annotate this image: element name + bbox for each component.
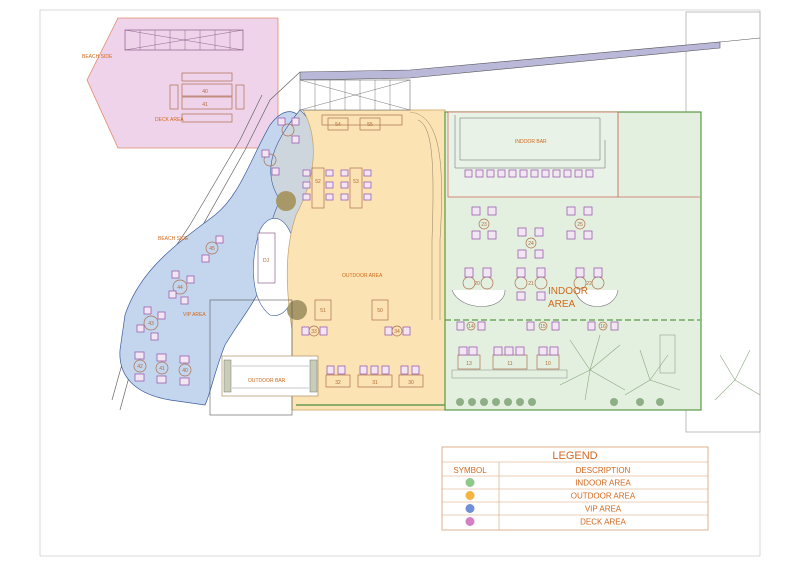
deck-area: 40 41 BEACH SIDE DECK AREA xyxy=(82,17,279,149)
table-number: 22 xyxy=(586,281,592,287)
legend-label: OUTDOOR AREA xyxy=(571,492,636,501)
table-number: 45 xyxy=(209,246,215,252)
table-number: 21 xyxy=(528,281,534,287)
table-number: 44 xyxy=(177,285,183,291)
table-number: 13 xyxy=(466,361,472,367)
legend-description-header: DESCRIPTION xyxy=(576,466,631,475)
table-number: 25 xyxy=(577,222,583,228)
outdoor-area-label: OUTDOOR AREA xyxy=(342,273,383,279)
table-number: 40 xyxy=(182,368,188,374)
table-number: 54 xyxy=(335,122,341,128)
dj-label: DJ xyxy=(263,258,270,264)
tree-icon xyxy=(287,300,307,320)
legend-label: INDOOR AREA xyxy=(575,479,631,488)
table-number: 53 xyxy=(353,179,359,185)
table-number: 43 xyxy=(148,321,154,327)
vip-beach-side-label: BEACH SIDE xyxy=(158,236,189,242)
outdoor-bar: OUTDOOR BAR xyxy=(209,299,319,416)
table-number: 15 xyxy=(540,324,546,330)
outdoor-area: 54 55 52 53 51 50 33 34 32 31 30 OUTDOOR… xyxy=(276,79,446,411)
legend-title: LEGEND xyxy=(552,450,597,462)
table-number: 14 xyxy=(468,324,474,330)
table-number: 24 xyxy=(528,241,534,247)
palm-icons xyxy=(559,334,761,401)
legend-symbol-icon xyxy=(465,504,475,513)
legend-symbol-icon xyxy=(465,517,475,526)
indoor-area-label-line2: AREA xyxy=(548,299,576,310)
table-number: 50 xyxy=(377,308,383,314)
vip-area-label: VIP AREA xyxy=(183,312,206,318)
outdoor-bar-label: OUTDOOR BAR xyxy=(248,378,286,384)
tree-icon xyxy=(276,191,296,211)
table-number: 32 xyxy=(335,380,341,386)
indoor-area-label-line1: INDOOR xyxy=(548,286,588,297)
legend: LEGEND SYMBOL DESCRIPTION INDOOR AREA OUT… xyxy=(441,446,709,531)
table-number: 55 xyxy=(367,122,373,128)
top-boundary-wall xyxy=(299,41,721,81)
table-number: 10 xyxy=(545,361,551,367)
table-number: 33 xyxy=(311,329,317,335)
table-number: 51 xyxy=(320,308,326,314)
legend-label: VIP AREA xyxy=(585,505,622,514)
table-number: 41 xyxy=(159,366,165,372)
plant-icons xyxy=(456,398,664,406)
table-number: 52 xyxy=(315,179,321,185)
legend-symbol-icon xyxy=(465,478,475,487)
table-number: 20 xyxy=(474,281,480,287)
legend-symbol-header: SYMBOL xyxy=(453,466,487,475)
table-number: 16 xyxy=(600,324,606,330)
indoor-bar-label: INDOOR BAR xyxy=(515,139,547,145)
table-number: 41 xyxy=(202,102,208,108)
table-number: 23 xyxy=(481,222,487,228)
table-number: 34 xyxy=(394,329,400,335)
beach-side-label: BEACH SIDE xyxy=(82,54,113,60)
deck-area-label: DECK AREA xyxy=(155,117,184,123)
table-number: 42 xyxy=(137,364,143,370)
table-number: 30 xyxy=(408,380,414,386)
table-number: 31 xyxy=(372,380,378,386)
table-number: 11 xyxy=(507,361,512,367)
legend-symbol-icon xyxy=(465,491,475,500)
indoor-area: INDOOR BAR 23 24 25 20 21 22 xyxy=(444,111,761,411)
legend-label: DECK AREA xyxy=(580,518,626,527)
table-number: 40 xyxy=(202,89,208,95)
